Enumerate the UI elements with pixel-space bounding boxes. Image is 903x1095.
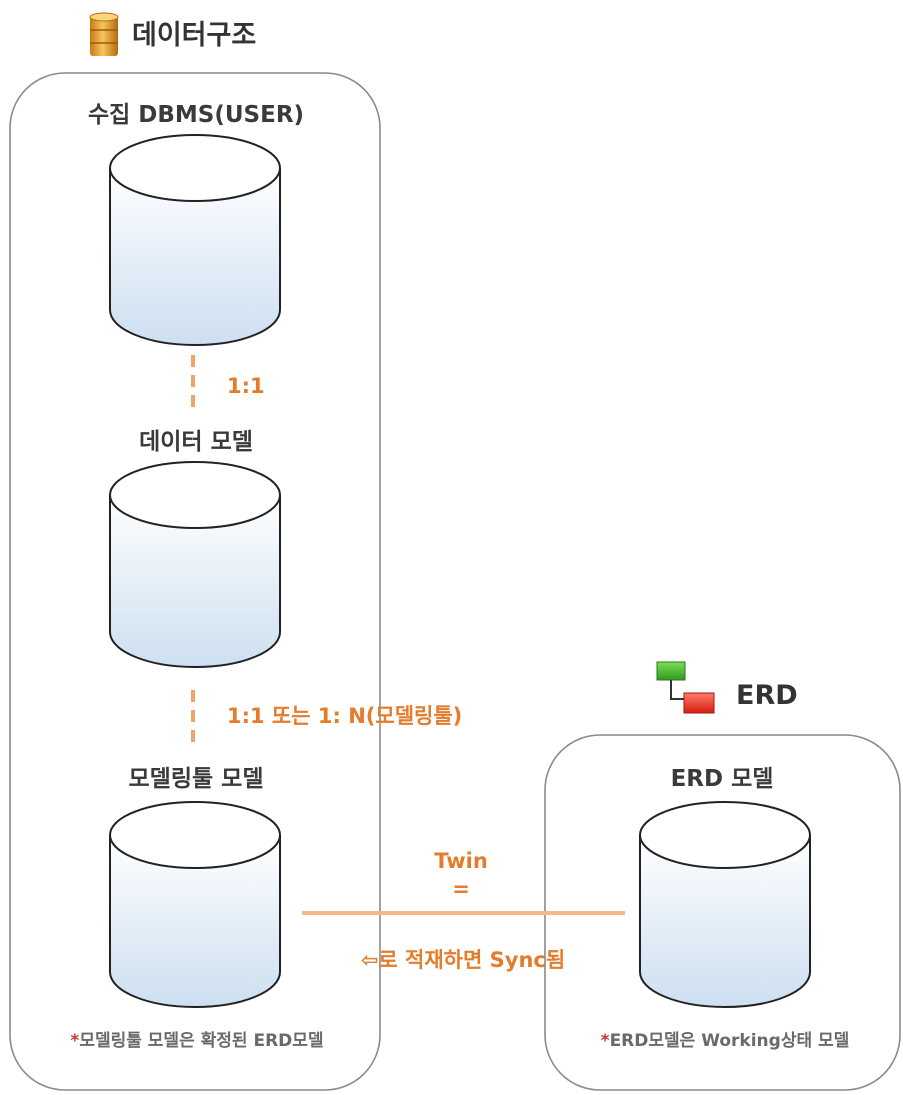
header-data-structure: 데이터구조 [132,20,256,51]
right-note-text: ERD모델은 Working상태 모델 [610,1030,850,1051]
left-note-text: 모델링툴 모델은 확정된 ERD모델 [79,1030,323,1051]
erd-icon [656,661,715,714]
left-note: *모델링툴 모델은 확정된 ERD모델 [70,1030,323,1051]
twin-equals: = [452,877,470,901]
right-note-star: * [601,1031,610,1051]
relation-1-n: 1:1 또는 1: N(모델링툴) [227,704,462,728]
database-cylinder-1 [109,134,281,346]
header-erd: ERD [736,680,798,711]
database-stack-icon [89,12,119,56]
sync-label: ⇦로 적재하면 Sync됨 [361,948,565,972]
relation-1-1: 1:1 [227,374,265,398]
database-cylinder-erd [639,801,811,1008]
db1-label: 수집 DBMS(USER) [88,102,304,128]
left-note-star: * [70,1031,79,1051]
left-panel [9,72,381,1091]
right-note: *ERD모델은 Working상태 모델 [601,1030,850,1051]
twin-label: Twin [434,849,488,873]
erd-model-label: ERD 모델 [671,766,774,792]
db2-label: 데이터 모델 [139,429,253,455]
db3-label: 모델링툴 모델 [129,766,264,792]
database-cylinder-2 [109,461,281,668]
database-cylinder-3 [109,801,281,1008]
